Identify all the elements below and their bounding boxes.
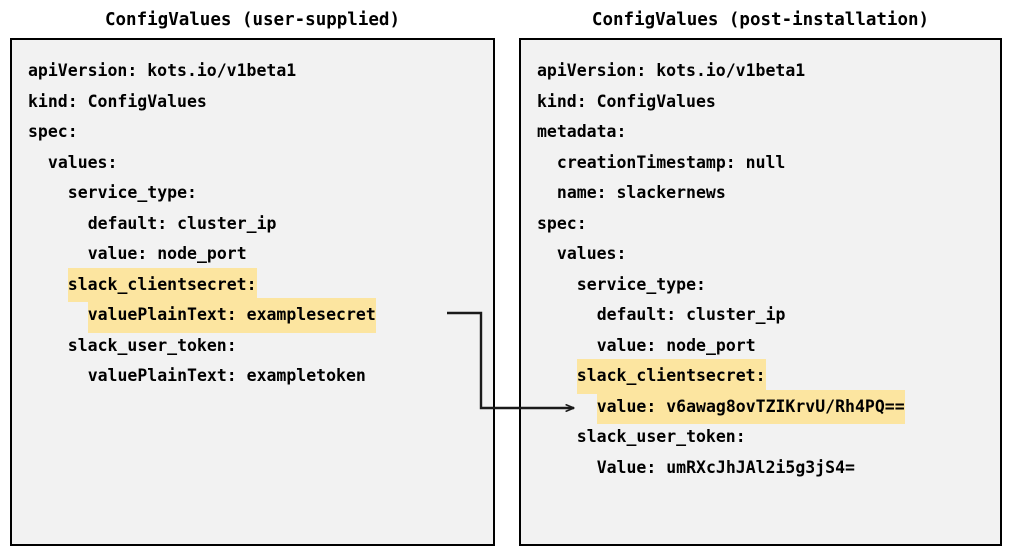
code-line: spec: <box>521 207 1000 238</box>
code-block-post-installation: apiVersion: kots.io/v1beta1 kind: ConfigV… <box>521 54 1000 481</box>
code-line: slack_user_token: <box>521 420 1000 451</box>
code-line: kind: ConfigValues <box>12 85 493 116</box>
code-text: value: node_port <box>596 335 756 355</box>
code-line: value: node_port <box>521 329 1000 360</box>
code-line: value: node_port <box>12 237 493 268</box>
code-text: slack_clientsecret: <box>576 359 766 394</box>
code-line-highlighted: slack_clientsecret: <box>12 267 493 302</box>
code-line: default: cluster_ip <box>12 207 493 238</box>
code-text: spec: <box>28 122 78 141</box>
code-line: service_type: <box>12 176 493 207</box>
code-line: spec: <box>12 115 493 146</box>
configvalues-post-installation-panel: apiVersion: kots.io/v1beta1 kind: ConfigV… <box>519 38 1002 546</box>
code-text: default: cluster_ip <box>87 213 277 233</box>
code-text: value: node_port <box>87 244 247 263</box>
code-line: creationTimestamp: null <box>521 146 1000 177</box>
code-line: apiVersion: kots.io/v1beta1 <box>521 54 1000 85</box>
code-text: kind: ConfigValues <box>28 91 207 111</box>
code-line: Value: umRXcJhJAl2i5g3jS4= <box>521 451 1000 482</box>
code-line: kind: ConfigValues <box>521 85 1000 116</box>
code-line: apiVersion: kots.io/v1beta1 <box>12 54 493 85</box>
code-block-user-supplied: apiVersion: kots.io/v1beta1 kind: ConfigV… <box>12 54 493 390</box>
code-text: apiVersion: kots.io/v1beta1 <box>28 61 297 80</box>
code-line: name: slackernews <box>521 176 1000 207</box>
code-text: spec: <box>537 213 587 233</box>
configvalues-user-supplied-panel: apiVersion: kots.io/v1beta1 kind: ConfigV… <box>10 38 495 546</box>
code-text: values: <box>47 152 118 172</box>
code-text: valuePlainText: exampletoken <box>87 366 366 385</box>
code-text: service_type: <box>67 183 197 202</box>
code-text: valuePlainText: examplesecret <box>87 298 376 333</box>
code-text: values: <box>556 244 627 263</box>
code-line-highlighted: valuePlainText: examplesecret <box>12 298 493 333</box>
code-line: service_type: <box>521 268 1000 299</box>
code-line-highlighted: slack_clientsecret: <box>521 359 1000 394</box>
code-text: default: cluster_ip <box>596 305 786 324</box>
code-line: values: <box>521 237 1000 268</box>
code-line-highlighted: value: v6awag8ovTZIKrvU/Rh4PQ== <box>521 389 1000 424</box>
code-line: values: <box>12 146 493 177</box>
panel-title-user-supplied: ConfigValues (user-supplied) <box>104 10 400 30</box>
code-text: kind: ConfigValues <box>537 91 716 111</box>
panel-title-post-installation: ConfigValues (post-installation) <box>591 10 930 30</box>
code-text: metadata: <box>537 122 627 141</box>
code-text: slack_user_token: <box>67 335 237 355</box>
code-line: slack_user_token: <box>12 329 493 360</box>
code-text: creationTimestamp: null <box>556 152 786 172</box>
code-text: Value: umRXcJhJAl2i5g3jS4= <box>596 457 855 477</box>
code-text: apiVersion: kots.io/v1beta1 <box>537 61 806 80</box>
code-text: name: slackernews <box>556 183 726 202</box>
code-text: service_type: <box>576 274 706 294</box>
code-text: value: v6awag8ovTZIKrvU/Rh4PQ== <box>596 389 905 424</box>
code-line: metadata: <box>521 115 1000 146</box>
code-line: valuePlainText: exampletoken <box>12 359 493 390</box>
code-text: slack_user_token: <box>576 427 746 446</box>
code-line: default: cluster_ip <box>521 298 1000 329</box>
code-text: slack_clientsecret: <box>67 267 257 302</box>
